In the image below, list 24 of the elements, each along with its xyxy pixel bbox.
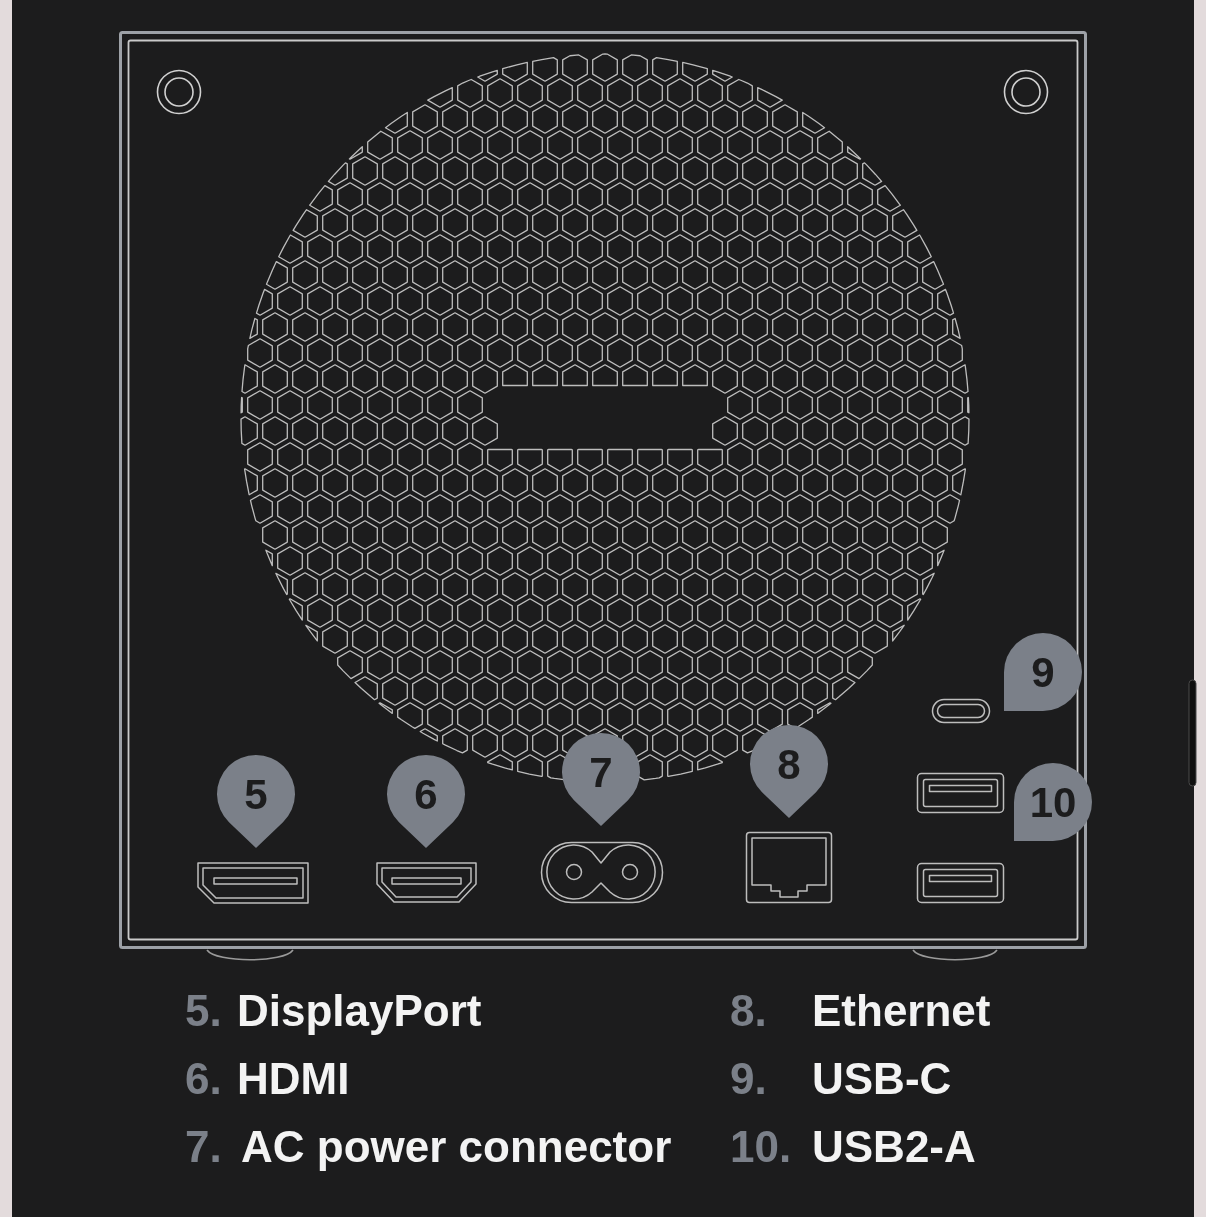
list-number: 7. [185,1122,222,1172]
callout-pin [1004,633,1082,711]
list-number: 8. [730,986,767,1036]
callout-pin [750,725,828,818]
callout-number: 10 [1029,782,1077,824]
callout-number: 5 [244,774,268,816]
port-name: AC power connector [241,1122,672,1172]
list-number: 5. [185,986,222,1036]
callout-pin [562,733,640,826]
list-number: 6. [185,1054,222,1104]
port-name: USB2-A [812,1122,976,1172]
callout-number: 6 [414,774,438,816]
callout-pin [217,755,295,848]
callout-number: 8 [777,744,801,786]
port-name: HDMI [237,1054,350,1104]
callout-pin [1014,763,1092,841]
port-name: DisplayPort [237,986,482,1036]
port-name: USB-C [812,1054,952,1104]
list-number: 9. [730,1054,767,1104]
port-name: Ethernet [812,986,991,1036]
callout-pin [387,755,465,848]
list-number: 10. [730,1122,792,1172]
callout-number: 9 [1031,652,1055,694]
callout-number: 7 [589,752,613,794]
